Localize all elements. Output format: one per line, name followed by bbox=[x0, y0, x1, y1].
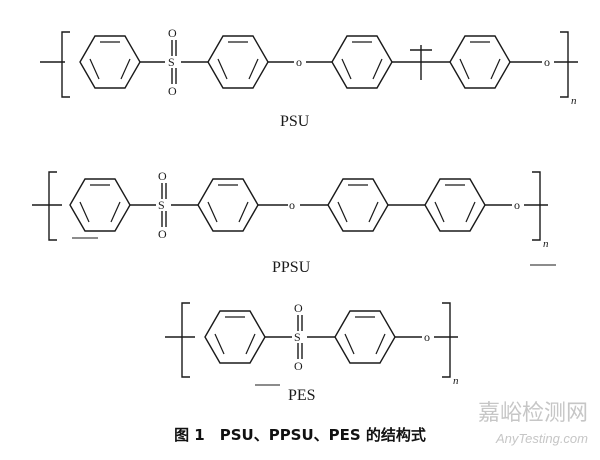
psu-ring-1 bbox=[79, 35, 141, 89]
ppsu-bracket-right bbox=[532, 171, 541, 241]
ppsu-bracket-left bbox=[48, 171, 57, 241]
pes-ether-oxygen: o bbox=[424, 330, 430, 344]
ppsu-ring-1 bbox=[69, 178, 131, 232]
ppsu-ring-2 bbox=[197, 178, 259, 232]
ppsu-label: PPSU bbox=[272, 259, 311, 276]
psu-bracket-left bbox=[61, 31, 70, 98]
watermark-logo-text: 嘉峪检测网 bbox=[478, 401, 588, 426]
ppsu-oxygen-top: O bbox=[158, 169, 167, 183]
psu-sulfur: S bbox=[168, 55, 175, 69]
psu-structure bbox=[40, 31, 578, 98]
ppsu-subscript: n bbox=[543, 238, 549, 250]
psu-subscript: n bbox=[571, 95, 577, 107]
psu-ether-oxygen-2: o bbox=[544, 55, 550, 69]
psu-oxygen-bottom: O bbox=[168, 84, 177, 98]
psu-bracket-right bbox=[560, 31, 569, 98]
ppsu-ether-oxygen-1: o bbox=[289, 198, 295, 212]
psu-ring-3 bbox=[331, 35, 393, 89]
ppsu-ether-oxygen-2: o bbox=[514, 198, 520, 212]
pes-oxygen-top: O bbox=[294, 301, 303, 315]
pes-structure bbox=[165, 302, 458, 386]
ppsu-ring-4 bbox=[424, 178, 486, 232]
psu-oxygen-top: O bbox=[168, 26, 177, 40]
psu-label: PSU bbox=[280, 113, 310, 130]
watermark-url: AnyTesting.com bbox=[495, 431, 588, 446]
pes-ring-2 bbox=[334, 310, 396, 364]
psu-ether-oxygen-1: o bbox=[296, 55, 302, 69]
figure-caption: 图 1 PSU、PPSU、PES 的结构式 bbox=[174, 426, 426, 444]
pes-sulfur: S bbox=[294, 330, 301, 344]
ppsu-structure bbox=[32, 171, 556, 266]
ppsu-ring-3 bbox=[327, 178, 389, 232]
pes-oxygen-bottom: O bbox=[294, 359, 303, 373]
pes-subscript: n bbox=[453, 375, 459, 387]
psu-ring-4 bbox=[449, 35, 511, 89]
pes-label: PES bbox=[288, 387, 316, 404]
pes-bracket-right bbox=[442, 302, 451, 378]
ppsu-oxygen-bottom: O bbox=[158, 227, 167, 241]
pes-ring-1 bbox=[204, 310, 266, 364]
ppsu-sulfur: S bbox=[158, 198, 165, 212]
pes-bracket-left bbox=[181, 302, 190, 378]
psu-ring-2 bbox=[207, 35, 269, 89]
